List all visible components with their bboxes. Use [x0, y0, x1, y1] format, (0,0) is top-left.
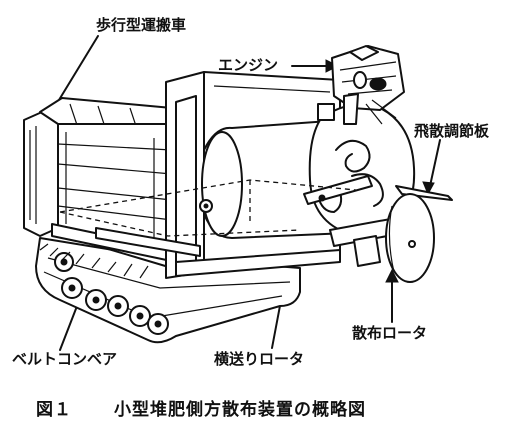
figure-caption: 小型堆肥側方散布装置の概略図 [114, 400, 366, 420]
label-belt-conveyor: ベルトコンベア [12, 350, 118, 368]
paddle [351, 173, 384, 207]
arrowhead-spread-rotor [385, 268, 399, 283]
engine-block [317, 45, 405, 125]
label-cross-feed-rotor: 横送りロータ [214, 350, 305, 368]
figure-number: 図１ [36, 400, 72, 420]
label-walk-vehicle: 歩行型運搬車 [96, 16, 187, 34]
scatter-adjustment-plate [395, 185, 453, 201]
paddle [335, 139, 371, 173]
spread-rotor-disc [385, 193, 435, 283]
paddle [317, 191, 343, 213]
belt-conveyor [59, 179, 357, 237]
leader-scatter-plate [429, 139, 441, 187]
label-spread-rotor: 散布ロータ [352, 324, 428, 342]
label-scatter-plate: 飛散調節板 [414, 122, 490, 140]
arrowhead-scatter-plate [422, 181, 435, 196]
frame-rails [95, 217, 399, 277]
label-engine: エンジン [218, 56, 279, 74]
